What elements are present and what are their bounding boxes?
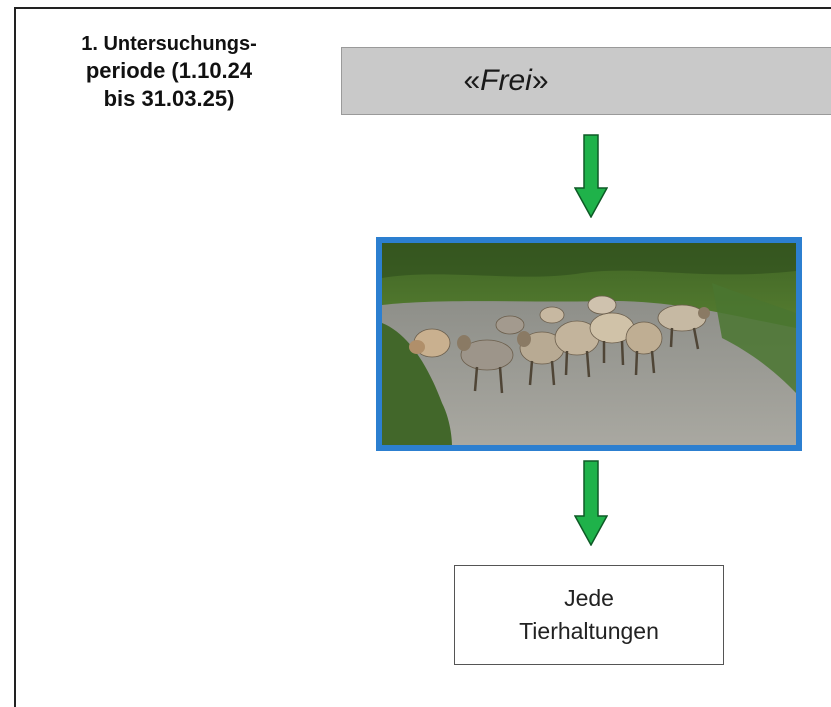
status-box: «Frei» [341,47,831,115]
status-word: Frei [480,64,532,97]
sheep-photo [376,237,802,451]
period-title: 1. Untersuchungs- periode (1.10.24 bis 3… [38,32,300,112]
down-arrow-icon [574,460,608,546]
status-open-quote: « [463,64,481,97]
status-close-quote: » [531,64,549,97]
period-title-line-1: 1. Untersuchungs- [81,33,257,55]
diagram-frame [14,7,831,707]
result-box: Jede Tierhaltungen [454,565,724,665]
period-title-line-3: bis 31.03.25) [103,85,235,111]
period-title-line-2: periode (1.10.24 [85,58,253,83]
result-line-1: Jede [564,584,614,611]
sheep-photo-image [382,243,796,445]
result-line-2: Tierhaltungen [519,618,659,644]
down-arrow-icon [574,134,608,218]
